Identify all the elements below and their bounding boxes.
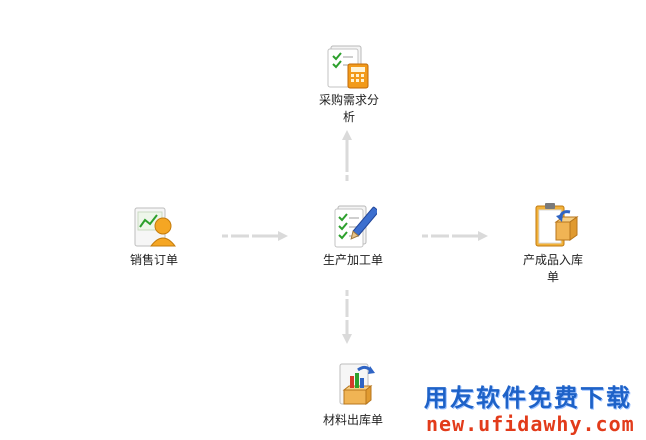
node-purchase-analysis[interactable]: 采购需求分 析 [312,42,386,126]
node-finished-goods-receipt[interactable]: 产成品入库 单 [515,200,591,286]
production-order-icon [334,205,377,248]
node-sales-order[interactable]: 销售订单 [122,202,186,269]
finished-goods-receipt-icon [535,203,579,247]
material-issue-icon [339,363,375,406]
purchase-analysis-icon [327,45,369,89]
node-label: 产成品入库 单 [522,253,583,284]
node-material-issue[interactable]: 材料出库单 [316,362,390,429]
arrow-sales-to-production [222,231,288,241]
node-production-order[interactable]: 生产加工单 [318,202,388,269]
sales-order-icon [134,207,177,247]
arrow-production-to-finished [422,231,488,241]
arrow-production-to-material [342,290,352,344]
arrow-production-to-purchase [342,130,352,184]
node-label: 生产加工单 [322,253,383,267]
node-label: 采购需求分 析 [318,93,379,124]
node-label: 材料出库单 [322,413,383,427]
watermark-title: 用友软件免费下载 [424,384,632,412]
node-label: 销售订单 [129,253,178,267]
watermark-url: new.ufidawhy.com [426,412,635,436]
